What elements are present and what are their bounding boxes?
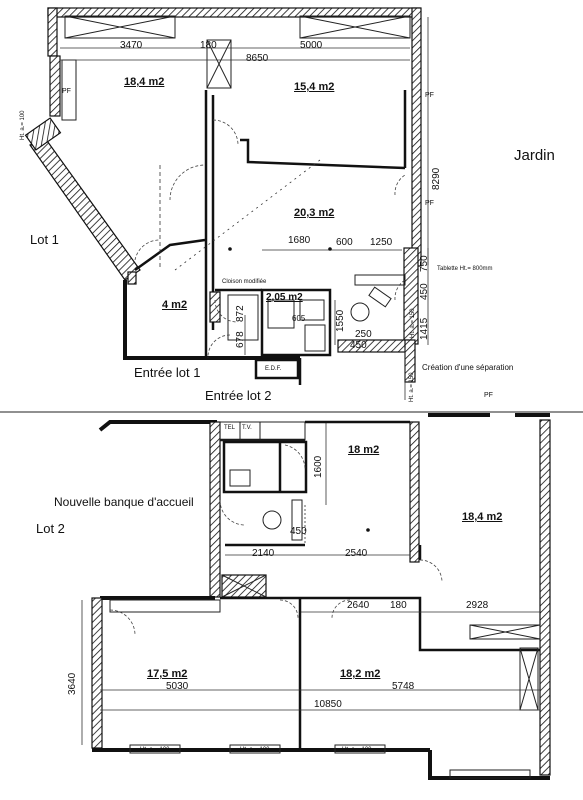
label-ht-150-a: Ht. a.= 150 [410,308,416,338]
label-banque: Nouvelle banque d'accueil [54,495,194,509]
area-b4: 18,2 m2 [340,668,381,680]
window-top-left [64,15,176,39]
wall-diagonal [29,137,141,281]
label-pf-2: PF [425,92,434,99]
dim-8650: 8650 [246,53,269,64]
label-tablette: Tablette Ht.= 800mm [437,266,493,272]
dim-1250: 1250 [370,237,393,248]
dim-10850: 10850 [314,699,342,710]
label-jardin: Jardin [514,147,555,164]
dim-678: 678 [235,331,246,348]
dim-450-b: 450 [350,340,367,351]
dim-5748: 5748 [392,681,415,692]
lot1-plan [24,7,429,400]
area-a3: 20,3 m2 [294,207,335,219]
lot2-plan [81,413,551,780]
dim-8290: 8290 [431,167,442,190]
label-ht-100-c: Ht. a.= 100 [240,747,270,753]
dim-1600: 1600 [313,455,324,478]
label-ht-100-a: Ht. a.= 100 [20,110,26,140]
dim-600: 600 [336,237,353,248]
label-pf-1: PF [62,88,71,95]
label-ht-100-b: Ht. a.= 100 [140,747,170,753]
dim-1550: 1550 [335,309,346,332]
dim-1680: 1680 [288,235,311,246]
window-top-right [299,15,411,39]
label-pf-4: PF [484,392,493,399]
dim-5030: 5030 [166,681,189,692]
wall-left-top [47,7,58,57]
wall-right [411,7,422,267]
area-a4: 4 m2 [162,299,188,311]
dim-450-a: 450 [419,283,430,300]
label-lot1: Lot 1 [30,232,59,247]
dim-2140: 2140 [252,548,275,559]
dim-250: 250 [355,329,372,340]
label-entree-lot1: Entrée lot 1 [134,365,201,380]
wc-room [260,288,332,357]
dim-180-b: 180 [390,600,407,611]
label-lot2: Lot 2 [36,521,65,536]
dim-2540: 2540 [345,548,368,559]
label-tv: T.V. [242,425,252,431]
area-a1: 18,4 m2 [124,76,165,88]
label-ht-100-d: Ht. a.= 100 [342,747,372,753]
edf-box [254,358,300,380]
dim-2928: 2928 [466,600,489,611]
dim-3640: 3640 [67,672,78,695]
dim-872: 872 [235,305,246,322]
area-b1: 18 m2 [348,444,380,456]
label-pf-3: PF [425,200,434,207]
dim-5000: 5000 [300,40,323,51]
label-separation: Création d'une séparation [422,363,514,372]
dim-450-c: 450 [290,526,307,537]
dim-1415: 1415 [419,317,430,340]
tel-box [219,421,306,441]
label-cloison: Cloison modifiée [222,279,267,285]
area-a2: 15,4 m2 [294,81,335,93]
label-entree-lot2: Entrée lot 2 [205,388,272,403]
area-b3: 17,5 m2 [147,668,188,680]
dim-3470: 3470 [120,40,143,51]
dim-2640: 2640 [347,600,370,611]
label-ht-150-b: Ht. a.= 150 [409,372,415,402]
dim-605: 605 [292,314,306,323]
area-b2: 18,4 m2 [462,511,503,523]
dim-180-a: 180 [200,40,217,51]
label-tel: TEL [224,425,236,431]
chimney [206,39,232,89]
label-edf: E.D.F. [265,366,282,372]
dim-750: 750 [419,255,430,272]
area-a5: 2,05 m2 [266,292,303,303]
